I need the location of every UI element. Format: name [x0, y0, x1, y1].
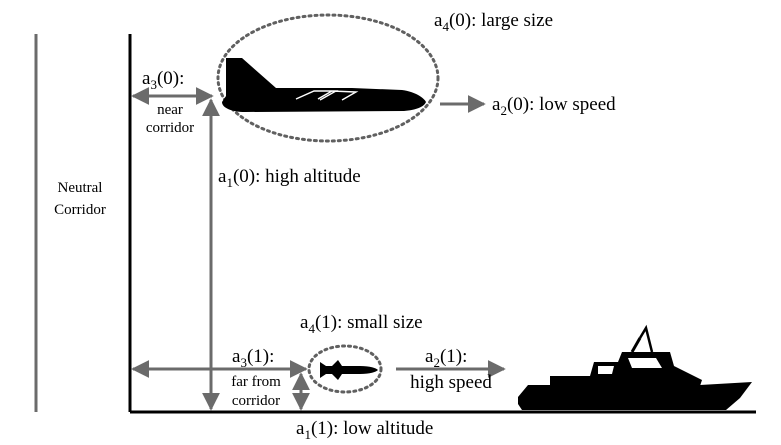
missile-size-ellipse [307, 344, 383, 394]
missile-speed-desc: high speed [410, 372, 492, 393]
corridor-label-line1: Neutral [58, 180, 103, 196]
missile-speed-label: a2(1): [425, 346, 467, 370]
aircraft-corridor-desc-line1: near [157, 102, 183, 118]
missile-size-label: a4(1): small size [300, 312, 423, 336]
aircraft-corridor-label: a3(0): [142, 68, 184, 92]
aircraft-size-label: a4(0): large size [434, 10, 553, 34]
missile-icon [320, 360, 378, 380]
ship-icon [518, 324, 752, 410]
corridor-label-line2: Corridor [54, 202, 106, 218]
aircraft-size-ellipse [216, 13, 440, 143]
aircraft-speed-label: a2(0): low speed [492, 94, 616, 118]
missile-corridor-label: a3(1): [232, 346, 274, 370]
aircraft-altitude-label: a1(0): high altitude [218, 166, 361, 190]
missile-altitude-label: a1(1): low altitude [296, 418, 433, 442]
missile-corridor-desc-line1: far from [231, 374, 281, 390]
aircraft-corridor-desc-line2: corridor [146, 120, 194, 136]
missile-corridor-desc-line2: corridor [232, 393, 280, 409]
aircraft-icon [222, 58, 426, 112]
